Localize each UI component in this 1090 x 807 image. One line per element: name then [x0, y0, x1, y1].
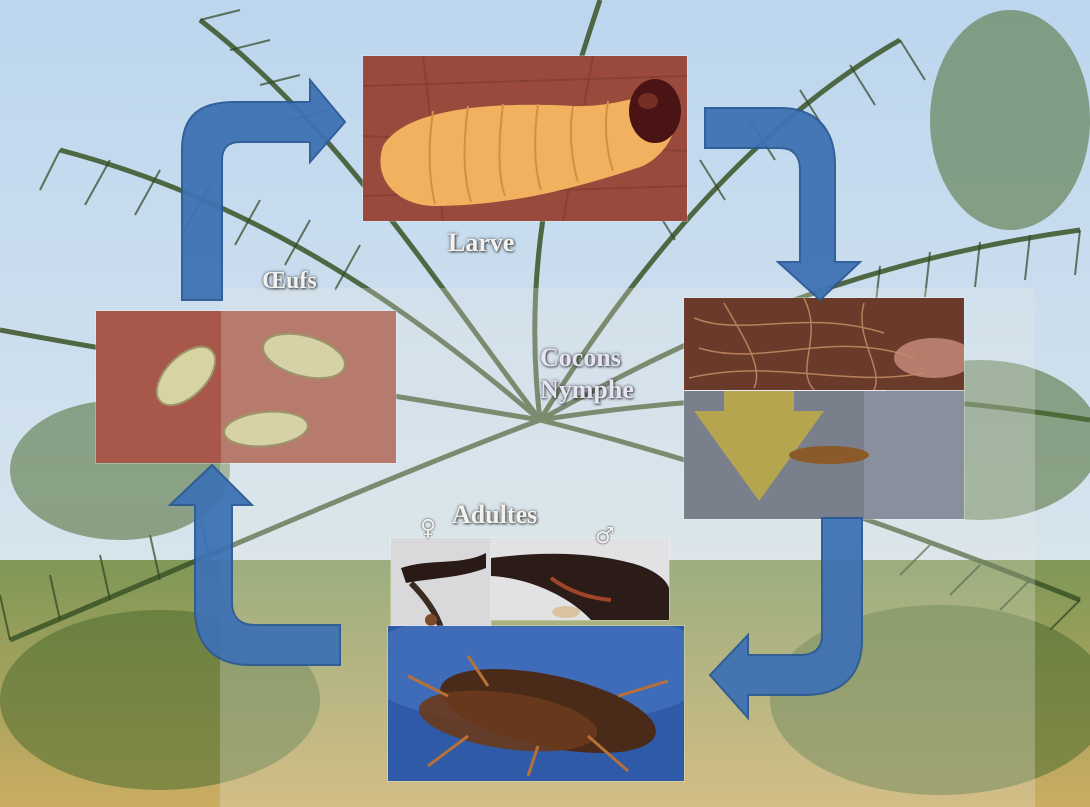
adult-male-photo — [490, 537, 670, 621]
eggs-photo — [95, 310, 397, 464]
stage-label-cocoons: Cocons — [540, 343, 621, 373]
male-symbol-icon: ♂ — [595, 524, 615, 549]
larva-photo — [362, 55, 688, 222]
stage-label-larva: Larve — [448, 228, 514, 258]
cocoon-photo — [683, 297, 965, 391]
stage-label-pupa: Nymphe — [540, 375, 634, 405]
adult-weevils-photo — [387, 625, 685, 782]
pupa-photo — [683, 390, 965, 520]
adult-female-photo — [390, 537, 492, 634]
female-symbol-icon: ♀ — [420, 516, 436, 541]
stage-label-eggs: Œufs — [262, 268, 317, 295]
stage-label-adults: Adultes — [452, 500, 537, 530]
